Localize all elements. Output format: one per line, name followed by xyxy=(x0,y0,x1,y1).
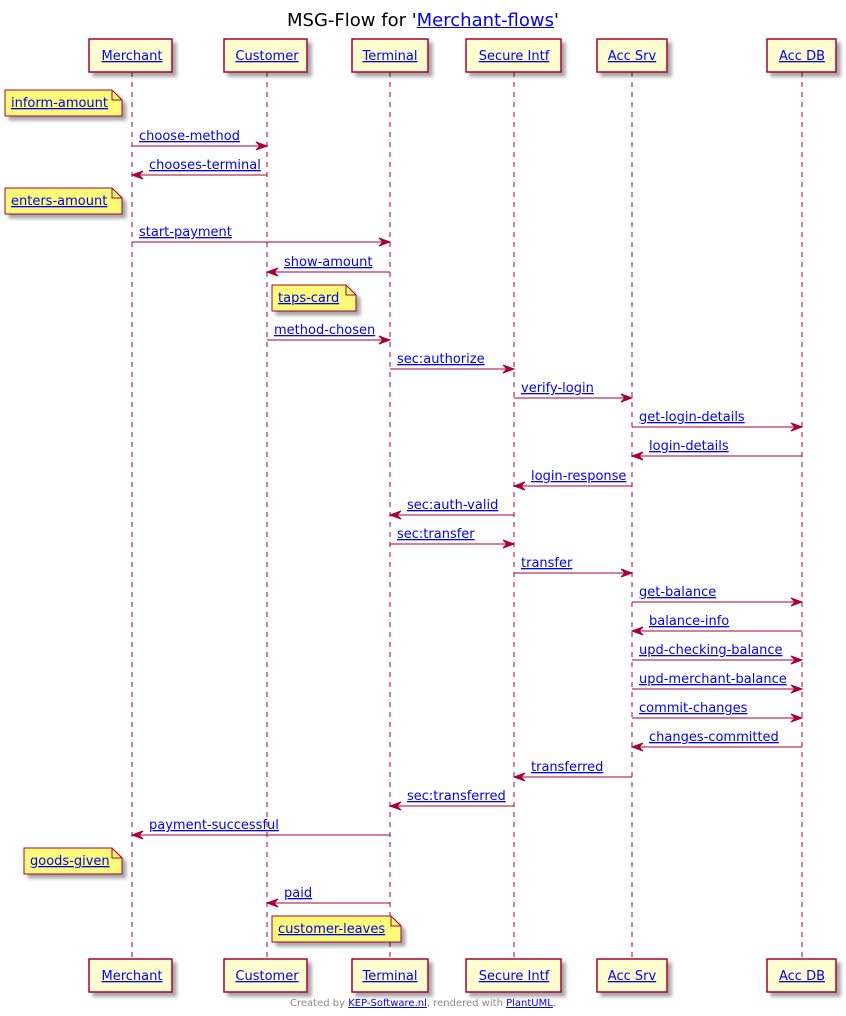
participant-label-bottom[interactable]: Secure Intf xyxy=(479,969,550,984)
title-prefix: MSG-Flow for ' xyxy=(287,10,417,31)
message-label[interactable]: get-balance xyxy=(639,585,716,600)
message-label[interactable]: sec:transfer xyxy=(397,527,475,542)
participant-box-bottom[interactable] xyxy=(88,958,173,993)
message-label[interactable]: upd-checking-balance xyxy=(639,643,782,658)
participant-label-top[interactable]: Merchant xyxy=(102,49,163,64)
message-label[interactable]: changes-committed xyxy=(649,730,779,745)
note xyxy=(23,847,123,875)
participant-label-top[interactable]: Customer xyxy=(235,49,299,64)
note xyxy=(271,284,357,312)
participant-label-top[interactable]: Secure Intf xyxy=(479,49,550,64)
title-link[interactable]: Merchant-flows xyxy=(416,10,555,31)
arrowhead-icon xyxy=(502,539,516,549)
participant-box-top[interactable] xyxy=(351,38,429,73)
message-label[interactable]: sec:authorize xyxy=(397,352,485,367)
arrowhead-icon xyxy=(790,655,804,665)
message-label[interactable]: chooses-terminal xyxy=(149,158,261,173)
note xyxy=(4,187,123,215)
message-label[interactable]: transfer xyxy=(521,556,573,571)
participant-label-bottom[interactable]: Terminal xyxy=(362,969,418,984)
message-label[interactable]: balance-info xyxy=(649,614,729,629)
participant-box-top[interactable] xyxy=(465,38,562,73)
message-label[interactable]: get-login-details xyxy=(639,410,745,425)
footer: Created by KEP-Software.nl, rendered wit… xyxy=(0,998,846,1009)
arrowhead-icon xyxy=(620,393,634,403)
footer-suffix: . xyxy=(552,998,556,1009)
note-corner xyxy=(345,285,356,296)
arrowhead-icon xyxy=(388,801,402,811)
message-label[interactable]: verify-login xyxy=(521,381,594,396)
message-label[interactable]: login-details xyxy=(649,439,729,454)
participant-box-bottom[interactable] xyxy=(465,958,562,993)
participant-box-bottom[interactable] xyxy=(766,958,837,993)
arrowhead-icon xyxy=(130,170,144,180)
arrowhead-icon xyxy=(790,713,804,723)
arrowhead-icon xyxy=(630,451,644,461)
footer-middle: , rendered with xyxy=(426,998,507,1009)
diagram-title: MSG-Flow for 'Merchant-flows' xyxy=(0,10,846,31)
arrowhead-icon xyxy=(630,626,644,636)
message-label[interactable]: start-payment xyxy=(139,225,232,240)
arrowhead-icon xyxy=(790,597,804,607)
note-label[interactable]: goods-given xyxy=(30,854,110,869)
note-corner xyxy=(111,848,122,859)
note-label[interactable]: taps-card xyxy=(278,291,339,306)
participant-label-bottom[interactable]: Acc DB xyxy=(779,969,825,984)
message-label[interactable]: show-amount xyxy=(284,255,372,270)
note xyxy=(4,89,123,117)
message-label[interactable]: transferred xyxy=(531,760,603,775)
participant-label-bottom[interactable]: Acc Srv xyxy=(608,969,657,984)
arrowhead-icon xyxy=(790,422,804,432)
note-label[interactable]: enters-amount xyxy=(11,194,107,209)
arrowhead-icon xyxy=(512,772,526,782)
plantuml-link[interactable]: PlantUML xyxy=(506,998,553,1009)
arrowhead-icon xyxy=(255,141,269,151)
participant-label-top[interactable]: Terminal xyxy=(362,49,418,64)
participant-label-top[interactable]: Acc Srv xyxy=(608,49,657,64)
note-label[interactable]: inform-amount xyxy=(11,96,108,111)
arrowhead-icon xyxy=(620,568,634,578)
title-suffix: ' xyxy=(554,10,559,31)
arrowhead-icon xyxy=(630,742,644,752)
note xyxy=(271,915,402,943)
message-label[interactable]: payment-successful xyxy=(149,818,279,833)
note-corner xyxy=(390,916,401,927)
arrowhead-icon xyxy=(388,510,402,520)
kep-software-link[interactable]: KEP-Software.nl xyxy=(348,998,427,1009)
message-label[interactable]: sec:auth-valid xyxy=(407,498,498,513)
message-label[interactable]: method-chosen xyxy=(274,323,375,338)
message-label[interactable]: commit-changes xyxy=(639,701,748,716)
participant-box-top[interactable] xyxy=(596,38,668,73)
arrowhead-icon xyxy=(378,237,392,247)
participant-box-bottom[interactable] xyxy=(223,958,308,993)
message-label[interactable]: login-response xyxy=(531,469,626,484)
message-label[interactable]: sec:transferred xyxy=(407,789,506,804)
participant-box-bottom[interactable] xyxy=(596,958,668,993)
message-label[interactable]: choose-method xyxy=(139,129,240,144)
note-label[interactable]: customer-leaves xyxy=(278,922,385,937)
arrowhead-icon xyxy=(378,335,392,345)
message-label[interactable]: upd-merchant-balance xyxy=(639,672,787,687)
participant-label-bottom[interactable]: Merchant xyxy=(102,969,163,984)
participant-label-bottom[interactable]: Customer xyxy=(235,969,299,984)
footer-prefix: Created by xyxy=(290,998,349,1009)
arrowhead-icon xyxy=(130,830,144,840)
arrowhead-icon xyxy=(265,898,279,908)
participant-box-top[interactable] xyxy=(88,38,173,73)
participant-box-top[interactable] xyxy=(766,38,837,73)
participant-label-top[interactable]: Acc DB xyxy=(779,49,825,64)
arrowhead-icon xyxy=(265,267,279,277)
message-label[interactable]: paid xyxy=(284,886,312,901)
arrowhead-icon xyxy=(512,481,526,491)
participant-box-top[interactable] xyxy=(223,38,308,73)
participant-box-bottom[interactable] xyxy=(351,958,429,993)
arrowhead-icon xyxy=(790,684,804,694)
note-corner xyxy=(111,188,122,199)
note-corner xyxy=(111,90,122,101)
arrowhead-icon xyxy=(502,364,516,374)
